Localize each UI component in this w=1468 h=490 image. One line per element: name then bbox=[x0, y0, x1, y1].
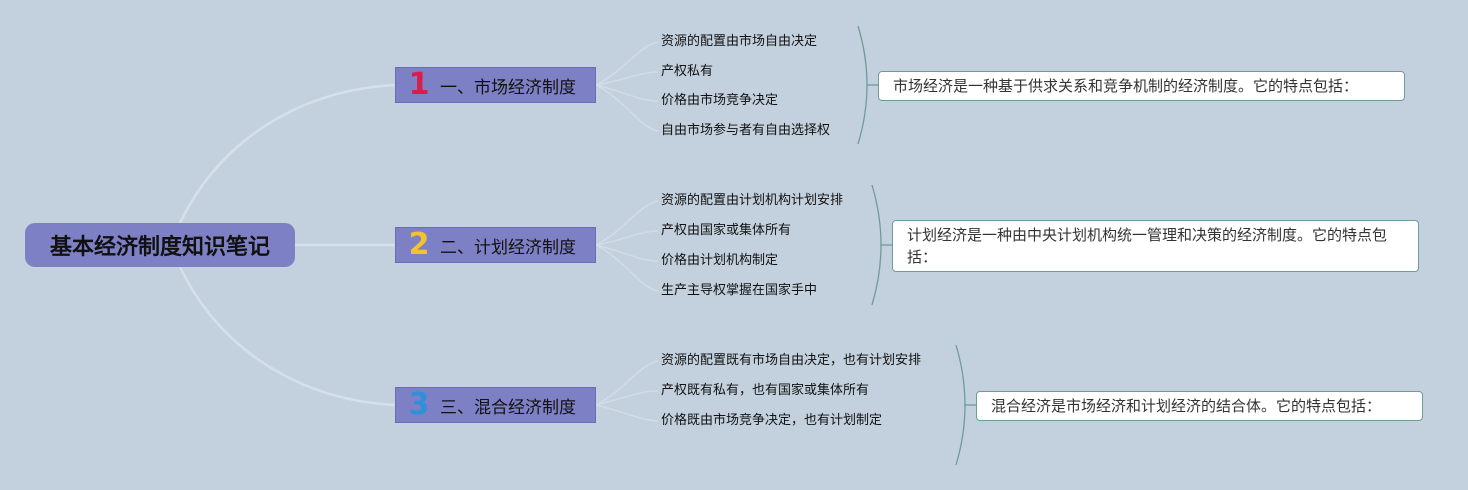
summary-box-market-economy[interactable]: 市场经济是一种基于供求关系和竞争机制的经济制度。它的特点包括： bbox=[878, 71, 1405, 101]
branch-number-badge: 3 bbox=[408, 387, 430, 422]
leaf-node[interactable]: 价格由计划机构制定 bbox=[661, 253, 779, 268]
connectors-branch-3 bbox=[595, 360, 659, 422]
connectors-branch-2 bbox=[595, 200, 659, 292]
connector-root-branch-3 bbox=[178, 266, 396, 407]
branch-node-market-economy[interactable]: 1 一、市场经济制度 bbox=[395, 67, 596, 103]
summary-text: 市场经济是一种基于供求关系和竞争机制的经济制度。它的特点包括： bbox=[893, 77, 1359, 95]
branch-title: 三、混合经济制度 bbox=[440, 397, 576, 418]
leaf-node[interactable]: 资源的配置由计划机构计划安排 bbox=[661, 193, 844, 208]
branch-number-badge: 2 bbox=[408, 227, 430, 262]
branch-node-planned-economy[interactable]: 2 二、计划经济制度 bbox=[395, 227, 596, 263]
branch-node-mixed-economy[interactable]: 3 三、混合经济制度 bbox=[395, 387, 596, 423]
summary-text: 计划经济是一种由中央计划机构统一管理和决策的经济制度。它的特点包括： bbox=[907, 226, 1388, 266]
branch-title: 二、计划经济制度 bbox=[440, 237, 576, 258]
leaf-node[interactable]: 产权私有 bbox=[661, 64, 714, 79]
root-node[interactable]: 基本经济制度知识笔记 bbox=[25, 223, 295, 267]
connectors-branch-1 bbox=[595, 41, 659, 132]
summary-box-mixed-economy[interactable]: 混合经济是市场经济和计划经济的结合体。它的特点包括： bbox=[976, 391, 1423, 421]
summary-bracket-1 bbox=[857, 25, 868, 145]
root-title: 基本经济制度知识笔记 bbox=[49, 235, 270, 260]
connector-root-branch-1 bbox=[178, 83, 396, 224]
leaf-node[interactable]: 产权由国家或集体所有 bbox=[661, 223, 792, 238]
leaf-node[interactable]: 自由市场参与者有自由选择权 bbox=[661, 123, 831, 138]
summary-box-planned-economy[interactable]: 计划经济是一种由中央计划机构统一管理和决策的经济制度。它的特点包括： bbox=[892, 220, 1419, 272]
leaf-node[interactable]: 资源的配置既有市场自由决定，也有计划安排 bbox=[661, 353, 922, 368]
leaf-node[interactable]: 产权既有私有，也有国家或集体所有 bbox=[661, 383, 870, 398]
leaf-node[interactable]: 生产主导权掌握在国家手中 bbox=[661, 283, 818, 298]
branch-title: 一、市场经济制度 bbox=[440, 77, 576, 98]
summary-bracket-3 bbox=[955, 344, 966, 466]
summary-text: 混合经济是市场经济和计划经济的结合体。它的特点包括： bbox=[991, 397, 1382, 415]
leaf-node[interactable]: 价格既由市场竞争决定，也有计划制定 bbox=[661, 413, 883, 428]
leaf-node[interactable]: 资源的配置由市场自由决定 bbox=[661, 34, 818, 49]
leaf-node[interactable]: 价格由市场竞争决定 bbox=[661, 93, 779, 108]
summary-bracket-2 bbox=[871, 184, 882, 306]
branch-number-badge: 1 bbox=[408, 67, 430, 102]
